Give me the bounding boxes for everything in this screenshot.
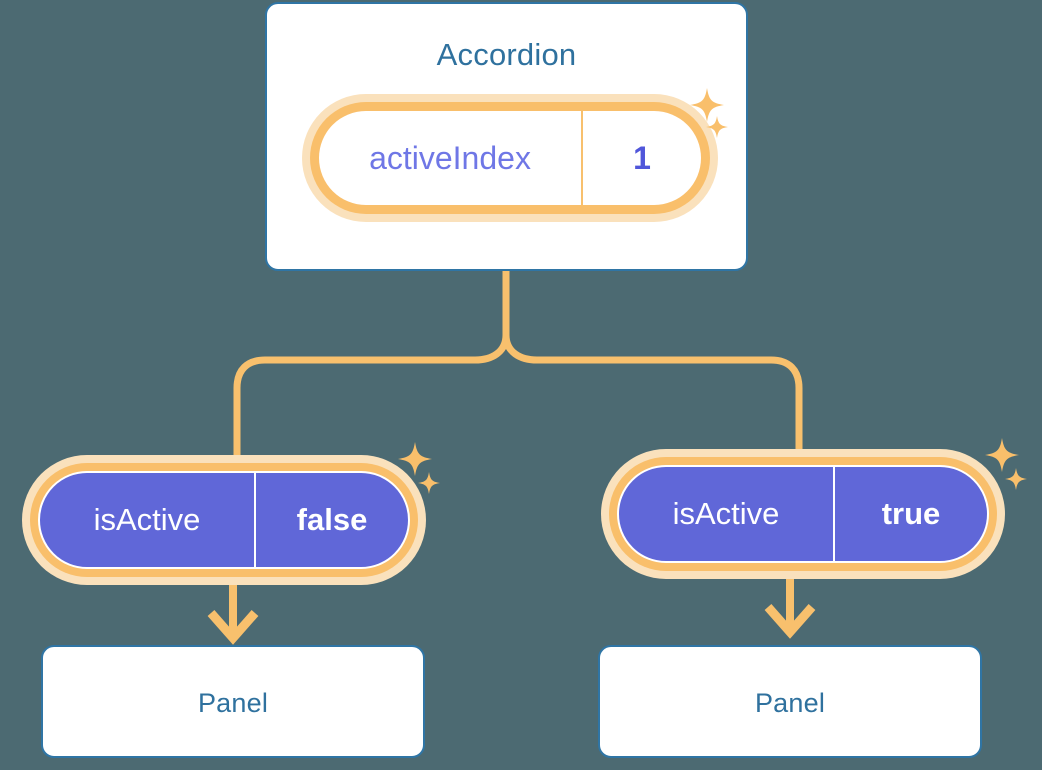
prop-pill-left-value: false [296,502,368,537]
prop-pill-left-key: isActive [40,473,256,567]
panel-title-right: Panel [754,688,826,718]
panel-component-card-right[interactable]: Panel [598,645,982,758]
state-pill-key: activeIndex [319,111,583,205]
sparkle-icon [985,438,1019,472]
connector-tree-root [502,267,803,459]
prop-pill-right-value: true [881,496,941,531]
prop-pill-is-active-false[interactable]: isActive false [38,471,410,569]
state-pill-active-index[interactable]: activeIndex 1 [319,111,701,205]
panel-title-left: Panel [197,688,269,718]
connector-tree-left-branch [233,331,510,463]
prop-pill-right-key: isActive [619,467,835,561]
arrow-down-icon-right [764,604,816,639]
prop-pill-is-active-true[interactable]: isActive true [617,465,989,563]
sparkle-icon [418,472,440,494]
accordion-title: Accordion [436,37,577,72]
panel-component-card-left[interactable]: Panel [41,645,425,758]
sparkle-icon [1005,468,1027,490]
arrow-down-icon-left [207,610,259,645]
state-pill-value: 1 [633,139,651,176]
